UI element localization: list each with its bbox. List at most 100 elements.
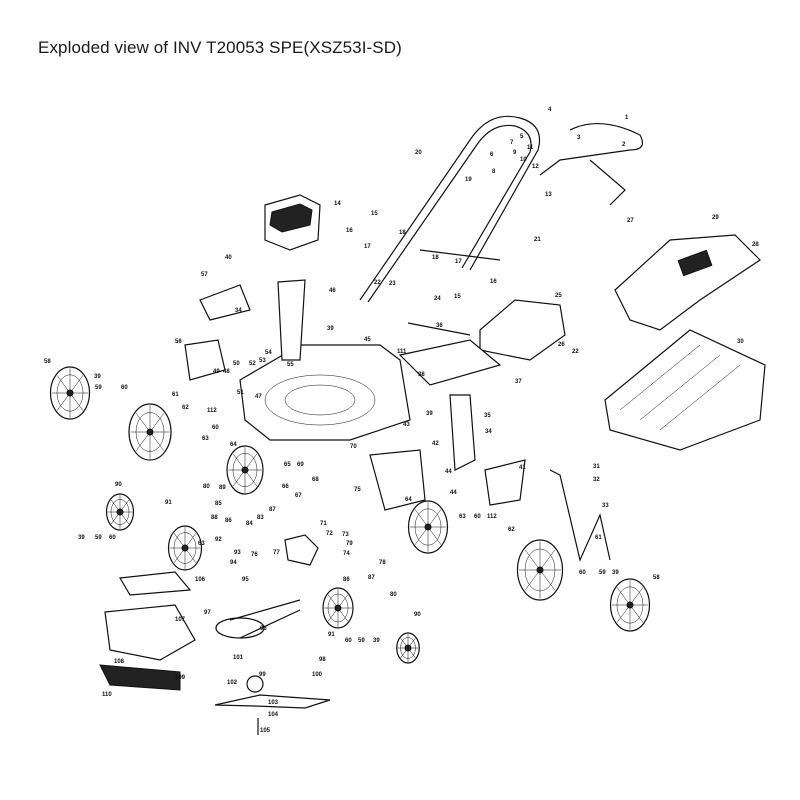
part-number-label: 23: [389, 281, 396, 287]
part-number-label: 12: [532, 164, 539, 170]
part-number-label: 53: [259, 358, 266, 364]
part-number-label: 63: [198, 541, 205, 547]
part-number-label: 25: [555, 293, 562, 299]
front-hubcap: [105, 493, 135, 531]
part-number-label: 56: [175, 339, 182, 345]
grass-bag-frame: [614, 234, 761, 331]
part-number-label: 86: [225, 518, 232, 524]
axle-bar: [398, 322, 502, 386]
part-number-label: 93: [234, 550, 241, 556]
part-number-label: 96: [260, 626, 267, 632]
part-number-label: 39: [327, 326, 334, 332]
part-number-label: 61: [595, 535, 602, 541]
blade: [214, 675, 331, 735]
part-number-label: 62: [182, 405, 189, 411]
part-number-label: 37: [515, 379, 522, 385]
part-number-label: 46: [329, 288, 336, 294]
part-number-label: 27: [627, 218, 634, 224]
part-number-label: 30: [737, 339, 744, 345]
part-number-label: 69: [297, 462, 304, 468]
part-number-label: 6: [490, 152, 494, 158]
part-number-label: 60: [109, 535, 116, 541]
part-number-label: 5: [520, 134, 524, 140]
part-number-label: 22: [572, 349, 579, 355]
part-number-label: 112: [207, 408, 217, 414]
part-number-label: 71: [320, 521, 327, 527]
part-number-label: 66: [282, 484, 289, 490]
part-number-label: 85: [215, 501, 222, 507]
part-number-label: 42: [432, 441, 439, 447]
part-number-label: 39: [373, 638, 380, 644]
part-number-label: 68: [312, 477, 319, 483]
part-number-label: 2: [622, 142, 626, 148]
gearbox: [215, 534, 319, 639]
part-number-label: 36: [436, 323, 443, 329]
part-number-label: 24: [434, 296, 441, 302]
part-number-label: 97: [204, 610, 211, 616]
part-number-label: 65: [284, 462, 291, 468]
part-number-label: 70: [350, 444, 357, 450]
rear-wheel-right-tire: [516, 539, 564, 601]
part-number-label: 18: [399, 230, 406, 236]
part-number-label: 41: [519, 465, 526, 471]
part-number-label: 16: [490, 279, 497, 285]
part-number-label: 64: [230, 442, 237, 448]
part-number-label: 75: [354, 487, 361, 493]
mower-deck: [239, 344, 411, 441]
part-number-label: 21: [534, 237, 541, 243]
part-number-label: 110: [102, 692, 112, 698]
part-number-label: 98: [319, 657, 326, 663]
part-number-label: 52: [249, 361, 256, 367]
part-number-label: 40: [225, 255, 232, 261]
part-number-label: 105: [260, 728, 271, 734]
part-number-label: 43: [403, 422, 410, 428]
part-number-label: 101: [233, 655, 244, 661]
part-number-label: 8: [492, 169, 496, 175]
front-wheel-right: [322, 587, 354, 629]
hubcap: [49, 366, 91, 420]
part-number-label: 13: [545, 192, 552, 198]
cable: [539, 122, 643, 206]
part-number-label: 60: [579, 570, 586, 576]
part-number-label: 50: [233, 361, 240, 367]
part-number-label: 59: [95, 385, 102, 391]
part-number-label: 55: [287, 362, 294, 368]
part-number-label: 3: [577, 135, 581, 141]
part-number-label: 34: [485, 429, 492, 435]
part-number-label: 88: [211, 515, 218, 521]
part-number-label: 106: [195, 577, 206, 583]
part-number-label: 84: [246, 521, 253, 527]
part-number-label: 31: [593, 464, 600, 470]
part-number-label: 19: [465, 177, 472, 183]
part-number-label: 95: [242, 577, 249, 583]
part-number-label: 18: [432, 255, 439, 261]
part-number-label: 104: [268, 712, 279, 718]
part-number-label: 61: [172, 392, 179, 398]
part-number-label: 86: [343, 577, 350, 583]
part-number-label: 44: [450, 490, 457, 496]
part-number-label: 9: [513, 150, 517, 156]
part-number-label: 90: [115, 482, 122, 488]
rear-wheel-right: [407, 500, 449, 554]
part-number-label: 14: [334, 201, 341, 207]
part-number-label: 112: [487, 514, 497, 520]
part-number-label: 29: [712, 215, 719, 221]
part-number-label: 89: [219, 485, 226, 491]
part-number-label: 1: [625, 115, 629, 121]
part-number-label: 48: [223, 369, 230, 375]
rear-wheel: [128, 403, 172, 461]
part-number-label: 62: [508, 527, 515, 533]
part-number-label: 83: [257, 515, 264, 521]
part-number-label: 34: [235, 308, 242, 314]
part-number-label: 54: [265, 350, 272, 356]
part-number-label: 109: [175, 675, 186, 681]
rear-support: [184, 279, 611, 562]
part-number-label: 45: [364, 337, 371, 343]
part-number-label: 63: [202, 436, 209, 442]
part-number-label: 102: [227, 680, 238, 686]
part-number-label: 90: [414, 612, 421, 618]
part-number-label: 60: [212, 425, 219, 431]
wheel-disc: [226, 445, 264, 495]
part-number-label: 17: [455, 259, 462, 265]
part-number-label: 80: [390, 592, 397, 598]
